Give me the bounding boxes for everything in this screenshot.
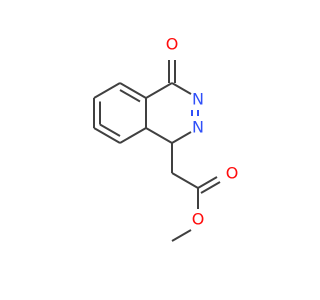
atom-oxygen-carbonyl-top: O bbox=[166, 35, 179, 54]
bond-c1-c8a bbox=[145, 127, 173, 144]
ester-side-chain bbox=[171, 143, 221, 242]
bond-o-methyl bbox=[171, 229, 192, 242]
bond-benzene-inner-2 bbox=[99, 123, 121, 137]
bond-benzene-4 bbox=[93, 127, 121, 144]
bond-cester-o-double-a bbox=[197, 176, 218, 189]
atom-oxygen-ester-single: O bbox=[192, 210, 205, 229]
molecule-structure-diagram: O N N O O bbox=[93, 35, 239, 242]
bond-benzene-6 bbox=[93, 82, 121, 99]
atom-oxygen-ester-carbonyl: O bbox=[226, 164, 239, 183]
bond-cester-o-double-b bbox=[200, 181, 221, 194]
bond-ch2-cester bbox=[171, 172, 199, 189]
bond-c4a-c4 bbox=[145, 82, 173, 99]
bond-benzene-inner-1 bbox=[119, 89, 141, 103]
atom-nitrogen-upper: N bbox=[192, 90, 204, 109]
carbonyl-top bbox=[168, 60, 176, 83]
bond-benzene-3 bbox=[119, 127, 147, 144]
bond-n2-c1 bbox=[171, 131, 192, 144]
atom-nitrogen-lower: N bbox=[192, 118, 204, 137]
bond-benzene-1 bbox=[119, 82, 147, 99]
phthalazinone-ring bbox=[145, 82, 199, 144]
bond-c4-n3 bbox=[171, 82, 192, 95]
benzene-ring bbox=[93, 82, 147, 144]
